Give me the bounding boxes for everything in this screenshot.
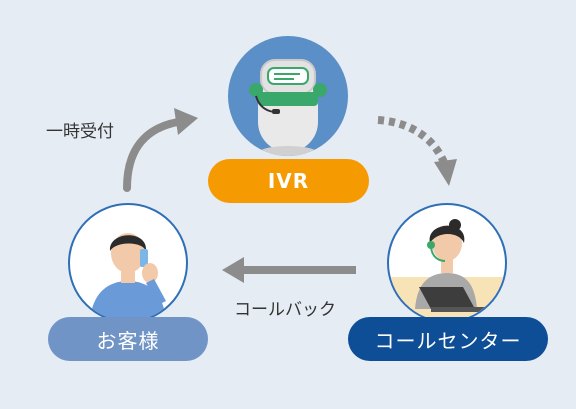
customer-label: お客様 [48,317,208,361]
temporary-reception-label: 一時受付 [46,122,114,142]
ivr-label: IVR [208,159,369,203]
operator-laptop-icon [389,219,505,321]
arrow-ivr-to-center [377,116,457,186]
robot-icon [249,59,327,156]
arrow-center-to-customer [222,257,356,283]
arrow-customer-to-ivr [123,108,198,192]
person-phone-icon [90,233,166,321]
call-center-label: コールセンター [348,317,548,361]
customer-circle [68,203,188,323]
ivr-robot-circle [228,36,348,156]
callback-label: コールバック [234,300,336,320]
call-center-circle [387,203,507,323]
